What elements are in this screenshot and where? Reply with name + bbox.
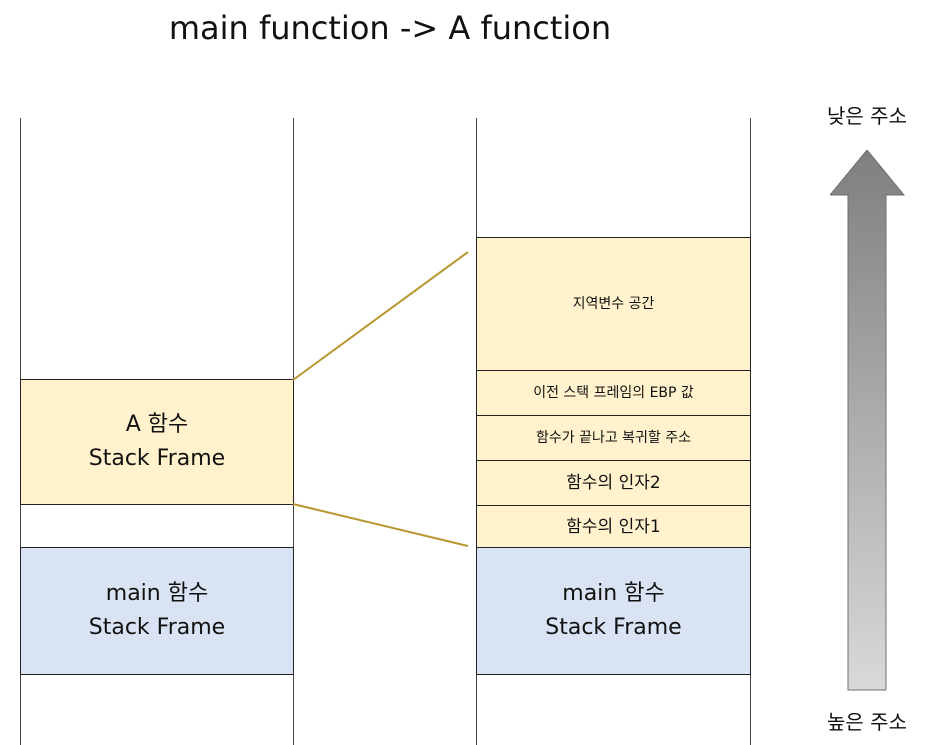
right-main-frame-label-line1: main 함수 (562, 581, 665, 606)
left-main-stack-frame: main 함수 Stack Frame (20, 547, 294, 675)
left-main-frame-label-line2: Stack Frame (88, 615, 226, 640)
address-direction-arrow-icon (830, 150, 906, 691)
local-variables-label: 지역변수 공간 (572, 296, 655, 312)
low-address-label: 낮은 주소 (827, 104, 907, 128)
right-main-frame-label-line2: Stack Frame (545, 615, 682, 640)
return-address-label: 함수가 끝나고 복귀할 주소 (535, 430, 692, 446)
previous-ebp-label: 이전 스택 프레임의 EBP 값 (533, 385, 694, 401)
diagram-title: main function -> A function (168, 9, 612, 47)
argument-1-slot: 함수의 인자1 (476, 505, 751, 548)
high-address-label: 높은 주소 (827, 710, 907, 734)
right-main-stack-frame: main 함수 Stack Frame (476, 547, 751, 675)
a-frame-label-line2: Stack Frame (88, 446, 226, 471)
argument-2-label: 함수의 인자2 (566, 473, 661, 493)
expansion-connector-top-line (292, 251, 469, 381)
a-function-stack-frame: A 함수 Stack Frame (20, 379, 294, 505)
argument-1-label: 함수의 인자1 (566, 516, 661, 537)
expansion-connector-bottom-line (292, 503, 469, 547)
previous-ebp-slot: 이전 스택 프레임의 EBP 값 (476, 370, 751, 416)
a-frame-label-line1: A 함수 (125, 412, 189, 437)
left-main-frame-label-line1: main 함수 (105, 581, 209, 606)
